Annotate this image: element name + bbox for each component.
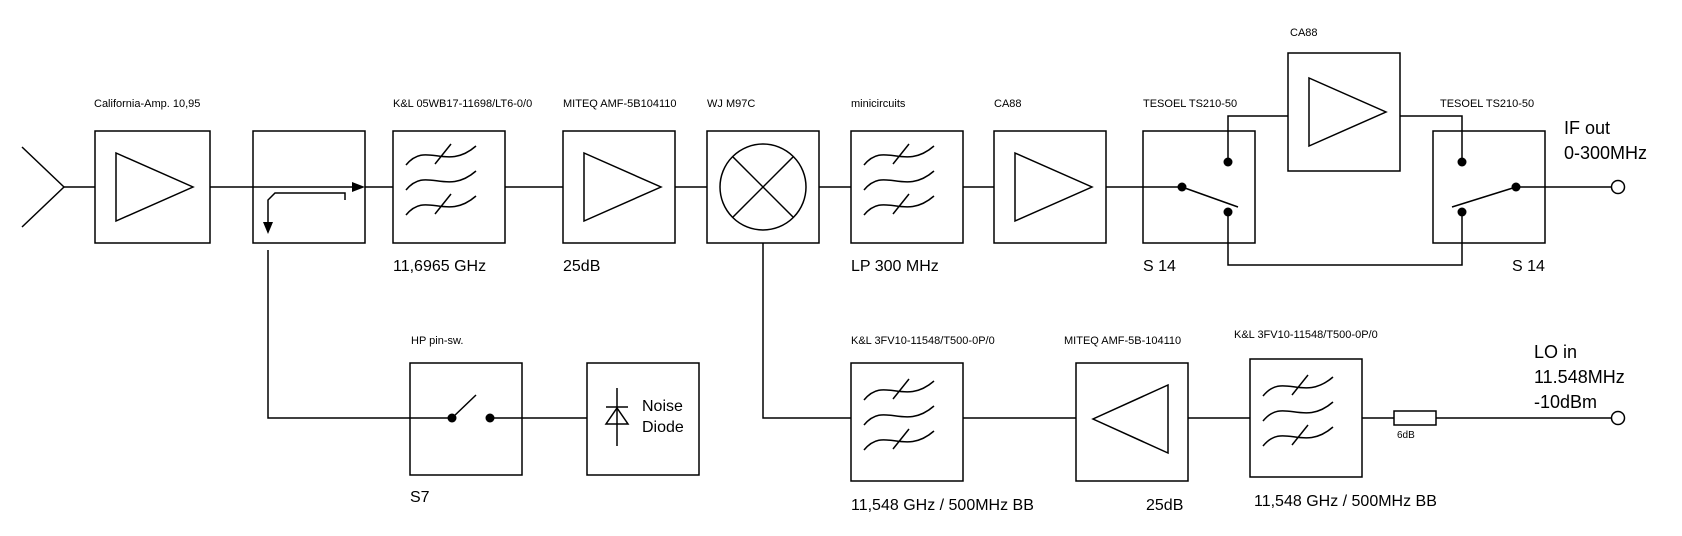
amplifier-triangle-icon — [1308, 76, 1388, 148]
noise-label: Noise — [642, 398, 683, 415]
switch2-id-label: S 14 — [1512, 258, 1545, 275]
bandpass-filter-icon — [863, 143, 935, 216]
lo-amp-gain-label: 25dB — [1146, 497, 1183, 514]
amp1-gain-label: 25dB — [563, 258, 600, 275]
mixer-name-label: WJ M97C — [707, 98, 755, 110]
filter1-name-label: K&L 05WB17-11698/LT6-0/0 — [393, 98, 532, 110]
lpf-name-label: minicircuits — [851, 98, 906, 110]
switch1-id-label: S 14 — [1143, 258, 1176, 275]
switch-icon — [1451, 131, 1545, 243]
lo-filter1-freq-label: 11,548 GHz / 500MHz BB — [851, 497, 1034, 514]
switch-contact — [1223, 207, 1233, 217]
lo-filter1-block — [850, 362, 964, 482]
if-amp1-block — [993, 130, 1107, 244]
filter1-block — [392, 130, 506, 244]
diode-label: Diode — [642, 419, 684, 436]
lo-in-freq-label: 11.548MHz — [1534, 367, 1625, 387]
switch-contact — [1223, 157, 1233, 167]
if-out-range-label: 0-300MHz — [1564, 143, 1647, 163]
lo-amp-name-label: MITEQ AMF-5B-104110 — [1064, 335, 1181, 347]
lpf-block — [850, 130, 964, 244]
switch1-name-label: TESOEL TS210-50 — [1143, 98, 1237, 110]
pin-switch-block — [409, 362, 523, 476]
switch1-block — [1142, 130, 1256, 244]
switch-contact — [1457, 207, 1467, 217]
noise-diode-block — [586, 362, 700, 476]
lo-filter1-name-label: K&L 3FV10-11548/T500-0P/0 — [851, 335, 995, 347]
switch-contact — [1177, 182, 1187, 192]
if-amp2-block — [1287, 52, 1401, 172]
directional-coupler-block — [252, 130, 366, 244]
amp1-name-label: MITEQ AMF-5B104110 — [563, 98, 677, 110]
amplifier-triangle-icon — [1091, 383, 1169, 455]
lo-filter2-freq-label: 11,548 GHz / 500MHz BB — [1254, 493, 1437, 510]
port-circle-icon — [1610, 179, 1626, 195]
switch-contact — [1457, 157, 1467, 167]
amplifier-triangle-icon — [1014, 151, 1094, 223]
switch2-block — [1432, 130, 1546, 244]
if-amp1-name-label: CA88 — [994, 98, 1022, 110]
mixer-icon — [719, 143, 807, 231]
amp1-block — [562, 130, 676, 244]
directional-coupler-icon — [253, 182, 365, 234]
attenuator-value-label: 6dB — [1397, 430, 1415, 441]
switch-icon — [1143, 131, 1239, 243]
switch-contact — [485, 413, 495, 423]
bandpass-filter-icon — [863, 378, 935, 451]
bandpass-filter-icon — [405, 143, 477, 216]
lo-in-level-label: -10dBm — [1534, 392, 1597, 412]
attenuator-icon — [1393, 410, 1437, 426]
if-out-label: IF out — [1564, 118, 1610, 138]
lna-block — [94, 130, 211, 244]
antenna-icon — [21, 146, 65, 228]
port-circle-icon — [1610, 410, 1626, 426]
lo-filter2-block — [1249, 358, 1363, 478]
pin-switch-name-label: HP pin-sw. — [411, 335, 463, 347]
lo-in-label: LO in — [1534, 342, 1577, 362]
switch-contact — [447, 413, 457, 423]
mixer-block — [706, 130, 820, 244]
if-amp2-name-label: CA88 — [1290, 27, 1318, 39]
amplifier-triangle-icon — [583, 151, 663, 223]
switch-icon — [410, 394, 522, 419]
lpf-value-label: LP 300 MHz — [851, 258, 939, 275]
filter1-freq-label: 11,6965 GHz — [393, 258, 486, 275]
pin-switch-id-label: S7 — [410, 489, 430, 506]
switch-contact — [1511, 182, 1521, 192]
lo-amp-block — [1075, 362, 1189, 482]
amplifier-triangle-icon — [115, 151, 195, 223]
switch2-name-label: TESOEL TS210-50 — [1440, 98, 1534, 110]
bandpass-filter-icon — [1262, 374, 1334, 447]
noise-diode-icon — [604, 388, 630, 446]
lo-filter2-name-label: K&L 3FV10-11548/T500-0P/0 — [1234, 329, 1378, 341]
lna-name-label: California-Amp. 10,95 — [94, 98, 200, 110]
